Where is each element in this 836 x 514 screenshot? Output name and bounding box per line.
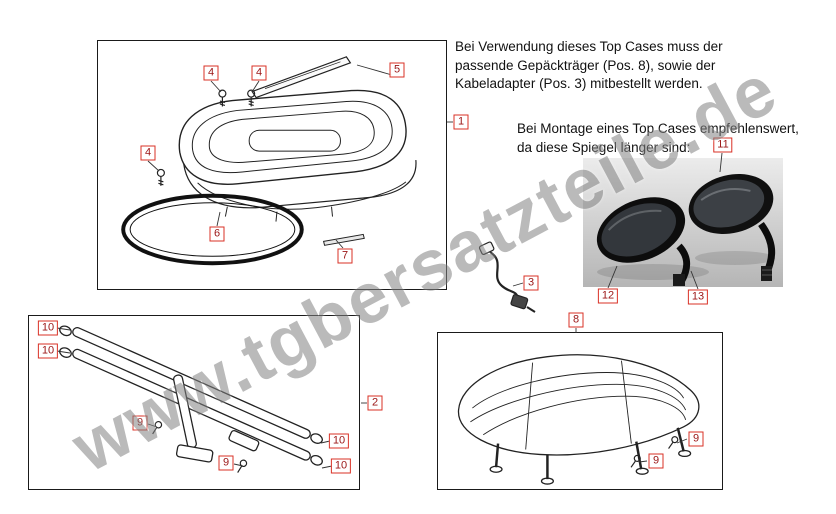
cable-adapter-image — [478, 241, 536, 313]
callout-10-end-cap-a: 10 — [37, 320, 59, 336]
callout-9-bolt-b: 9 — [218, 455, 234, 471]
callout-11-mirror-set: 11 — [713, 137, 733, 153]
callout-9-bolt-d: 9 — [648, 453, 664, 469]
callout-9-bolt-c: 9 — [688, 431, 704, 447]
callout-1-top-case: 1 — [453, 114, 469, 130]
cable-adapter-drawing — [472, 238, 547, 316]
top-case-panel — [97, 40, 447, 290]
callout-7-strip: 7 — [337, 248, 353, 264]
callout-8-luggage-rack: 8 — [568, 312, 584, 328]
mirrors-photo — [583, 158, 783, 287]
callout-10-end-cap-c: 10 — [328, 433, 350, 449]
mirror-note: Bei Montage eines Top Cases empfehlenswe… — [517, 121, 799, 155]
callout-4-screw-b: 4 — [251, 65, 267, 81]
crash-bar-drawing — [59, 325, 323, 473]
mirrors-photo-image — [583, 158, 783, 287]
callout-13-mirror-right: 13 — [687, 289, 709, 305]
callout-5-trim-strip: 5 — [389, 62, 405, 78]
luggage-rack-panel — [437, 332, 723, 490]
callout-4-screw-a: 4 — [203, 65, 219, 81]
top-case-drawing — [121, 56, 417, 266]
callout-6-seal: 6 — [209, 226, 225, 242]
callout-4-screw-c: 4 — [140, 145, 156, 161]
callout-10-end-cap-d: 10 — [330, 458, 352, 474]
callout-2-crash-bar: 2 — [367, 395, 383, 411]
callout-3-cable-adapter: 3 — [523, 275, 539, 291]
callout-10-end-cap-b: 10 — [37, 343, 59, 359]
callout-9-bolt-a: 9 — [132, 415, 148, 431]
callout-12-mirror-left: 12 — [597, 288, 619, 304]
crash-bar-panel — [28, 315, 360, 490]
top-case-note: Bei Verwendung dieses Top Cases muss der… — [455, 39, 723, 92]
luggage-rack-drawing — [457, 354, 700, 485]
